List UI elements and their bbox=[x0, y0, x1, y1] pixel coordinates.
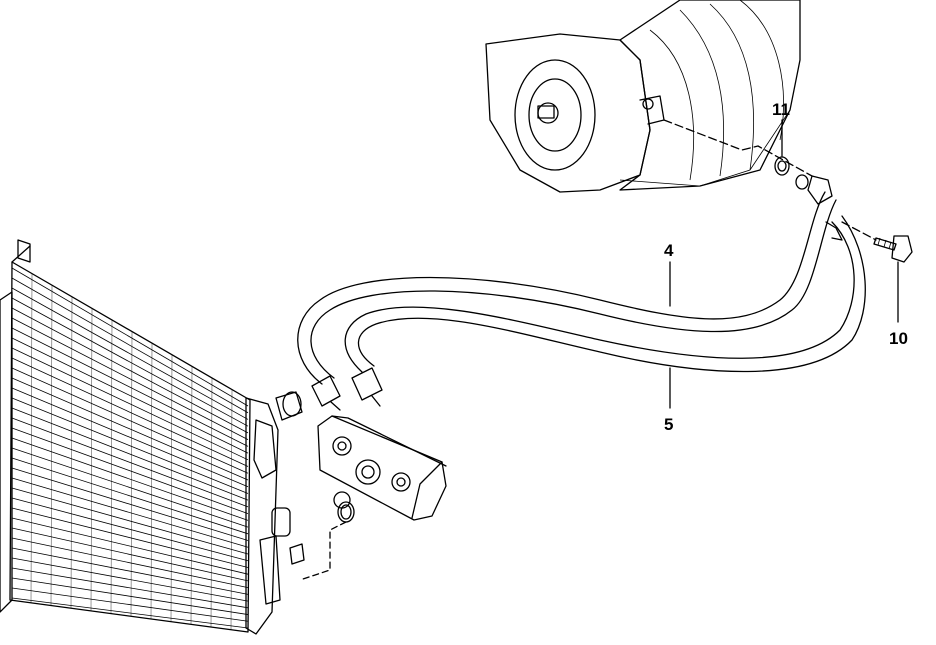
callout-10: 10 bbox=[889, 329, 908, 348]
callout-4: 4 bbox=[664, 241, 674, 260]
transmission bbox=[485, 0, 801, 193]
leader-lines bbox=[669, 119, 899, 409]
seal-ring-11 bbox=[663, 119, 813, 177]
oil-cooler bbox=[289, 415, 447, 581]
radiator bbox=[0, 239, 303, 635]
radiator-fins bbox=[11, 267, 249, 630]
callout-5: 5 bbox=[664, 415, 674, 434]
callout-11: 11 bbox=[772, 100, 790, 119]
cooler-lines bbox=[297, 174, 866, 411]
hollow-bolt-10 bbox=[841, 221, 913, 263]
